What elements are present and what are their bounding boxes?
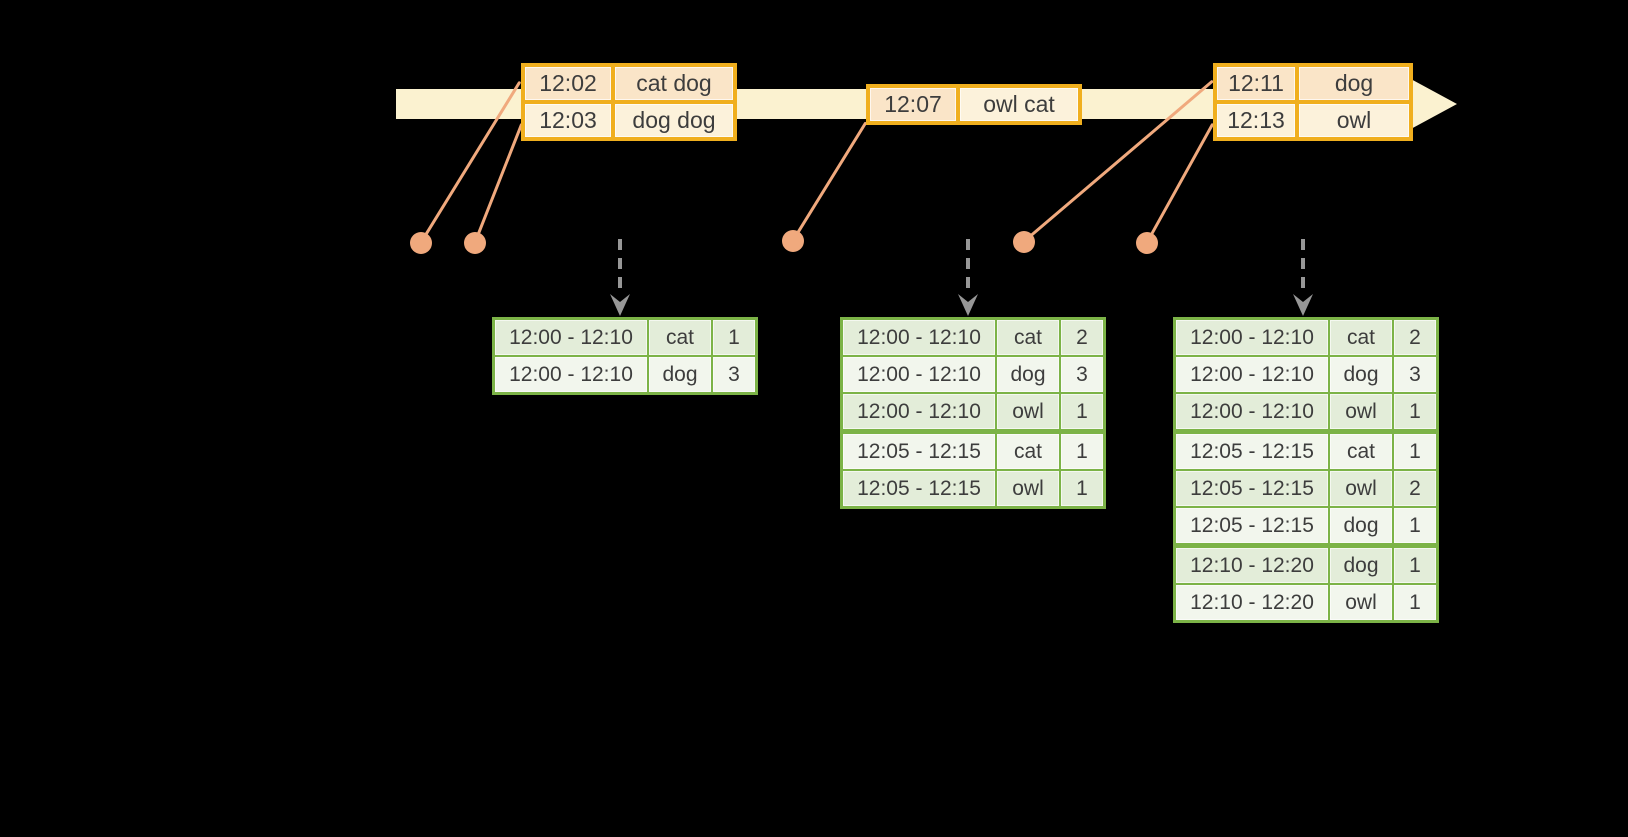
word-cell: owl — [996, 470, 1060, 507]
event-row: 12:07 owl cat — [868, 86, 1080, 123]
result-row: 12:00 - 12:10 dog 3 — [842, 356, 1104, 393]
event-words-cell: owl — [1297, 102, 1411, 139]
result-row: 12:00 - 12:10 dog 3 — [494, 356, 756, 393]
count-cell: 1 — [712, 319, 756, 356]
word-cell: cat — [1329, 319, 1393, 356]
count-cell: 3 — [1060, 356, 1104, 393]
word-cell: dog — [1329, 356, 1393, 393]
word-cell: dog — [996, 356, 1060, 393]
event-row: 12:13 owl — [1215, 102, 1411, 139]
result-row: 12:05 - 12:15 owl 2 — [1175, 470, 1437, 507]
result-table-1: 12:00 - 12:10 cat 1 12:00 - 12:10 dog 3 — [492, 317, 758, 395]
window-cell: 12:05 - 12:15 — [842, 470, 996, 507]
window-cell: 12:05 - 12:15 — [842, 430, 996, 470]
count-cell: 1 — [1060, 430, 1104, 470]
connector-line — [791, 121, 868, 242]
word-cell: cat — [996, 319, 1060, 356]
window-cell: 12:05 - 12:15 — [1175, 430, 1329, 470]
count-cell: 3 — [712, 356, 756, 393]
result-row: 12:05 - 12:15 dog 1 — [1175, 507, 1437, 544]
event-words-cell: cat dog — [613, 65, 735, 102]
word-cell: owl — [1329, 584, 1393, 621]
count-cell: 3 — [1393, 356, 1437, 393]
count-cell: 2 — [1060, 319, 1104, 356]
count-cell: 1 — [1393, 393, 1437, 430]
event-table-2: 12:07 owl cat — [866, 84, 1082, 125]
event-row: 12:03 dog dog — [523, 102, 735, 139]
count-cell: 2 — [1393, 470, 1437, 507]
result-row: 12:05 - 12:15 cat 1 — [842, 430, 1104, 470]
event-time-cell: 12:07 — [868, 86, 958, 123]
trigger-arrow-icon — [610, 239, 630, 316]
result-table-3: 12:00 - 12:10 cat 2 12:00 - 12:10 dog 3 … — [1173, 317, 1439, 623]
window-cell: 12:00 - 12:10 — [842, 356, 996, 393]
count-cell: 1 — [1060, 470, 1104, 507]
trigger-arrow-icon — [958, 239, 978, 316]
count-cell: 1 — [1393, 430, 1437, 470]
word-cell: cat — [648, 319, 712, 356]
word-cell: owl — [1329, 470, 1393, 507]
word-cell: cat — [996, 430, 1060, 470]
window-cell: 12:00 - 12:10 — [494, 319, 648, 356]
word-cell: dog — [1329, 544, 1393, 584]
event-time-cell: 12:03 — [523, 102, 613, 139]
result-row: 12:10 - 12:20 dog 1 — [1175, 544, 1437, 584]
result-row: 12:00 - 12:10 owl 1 — [842, 393, 1104, 430]
window-cell: 12:10 - 12:20 — [1175, 584, 1329, 621]
event-words-cell: owl cat — [958, 86, 1080, 123]
connector-line — [1145, 122, 1215, 244]
count-cell: 1 — [1060, 393, 1104, 430]
word-cell: owl — [1329, 393, 1393, 430]
count-cell: 2 — [1393, 319, 1437, 356]
event-dot — [410, 232, 432, 254]
count-cell: 1 — [1393, 544, 1437, 584]
window-cell: 12:05 - 12:15 — [1175, 507, 1329, 544]
word-cell: cat — [1329, 430, 1393, 470]
event-table-1: 12:02 cat dog 12:03 dog dog — [521, 63, 737, 141]
event-table-3: 12:11 dog 12:13 owl — [1213, 63, 1413, 141]
event-words-cell: dog — [1297, 65, 1411, 102]
result-row: 12:10 - 12:20 owl 1 — [1175, 584, 1437, 621]
word-cell: dog — [1329, 507, 1393, 544]
window-cell: 12:00 - 12:10 — [494, 356, 648, 393]
event-time-cell: 12:13 — [1215, 102, 1297, 139]
count-cell: 1 — [1393, 584, 1437, 621]
window-cell: 12:00 - 12:10 — [842, 319, 996, 356]
window-cell: 12:10 - 12:20 — [1175, 544, 1329, 584]
event-row: 12:11 dog — [1215, 65, 1411, 102]
result-row: 12:05 - 12:15 owl 1 — [842, 470, 1104, 507]
result-table-2: 12:00 - 12:10 cat 2 12:00 - 12:10 dog 3 … — [840, 317, 1106, 509]
event-dot — [464, 232, 486, 254]
event-words-cell: dog dog — [613, 102, 735, 139]
result-row: 12:00 - 12:10 cat 2 — [842, 319, 1104, 356]
window-cell: 12:00 - 12:10 — [1175, 319, 1329, 356]
timeline-arrowhead-icon — [1409, 78, 1457, 130]
event-dot — [1013, 231, 1035, 253]
result-row: 12:00 - 12:10 cat 2 — [1175, 319, 1437, 356]
event-time-cell: 12:02 — [523, 65, 613, 102]
count-cell: 1 — [1393, 507, 1437, 544]
word-cell: dog — [648, 356, 712, 393]
result-row: 12:00 - 12:10 owl 1 — [1175, 393, 1437, 430]
window-cell: 12:00 - 12:10 — [1175, 356, 1329, 393]
event-time-cell: 12:11 — [1215, 65, 1297, 102]
result-row: 12:00 - 12:10 dog 3 — [1175, 356, 1437, 393]
trigger-arrow-icon — [1293, 239, 1313, 316]
window-cell: 12:05 - 12:15 — [1175, 470, 1329, 507]
word-cell: owl — [996, 393, 1060, 430]
result-row: 12:00 - 12:10 cat 1 — [494, 319, 756, 356]
event-row: 12:02 cat dog — [523, 65, 735, 102]
window-cell: 12:00 - 12:10 — [1175, 393, 1329, 430]
window-cell: 12:00 - 12:10 — [842, 393, 996, 430]
result-row: 12:05 - 12:15 cat 1 — [1175, 430, 1437, 470]
event-dot — [782, 230, 804, 252]
event-dot — [1136, 232, 1158, 254]
